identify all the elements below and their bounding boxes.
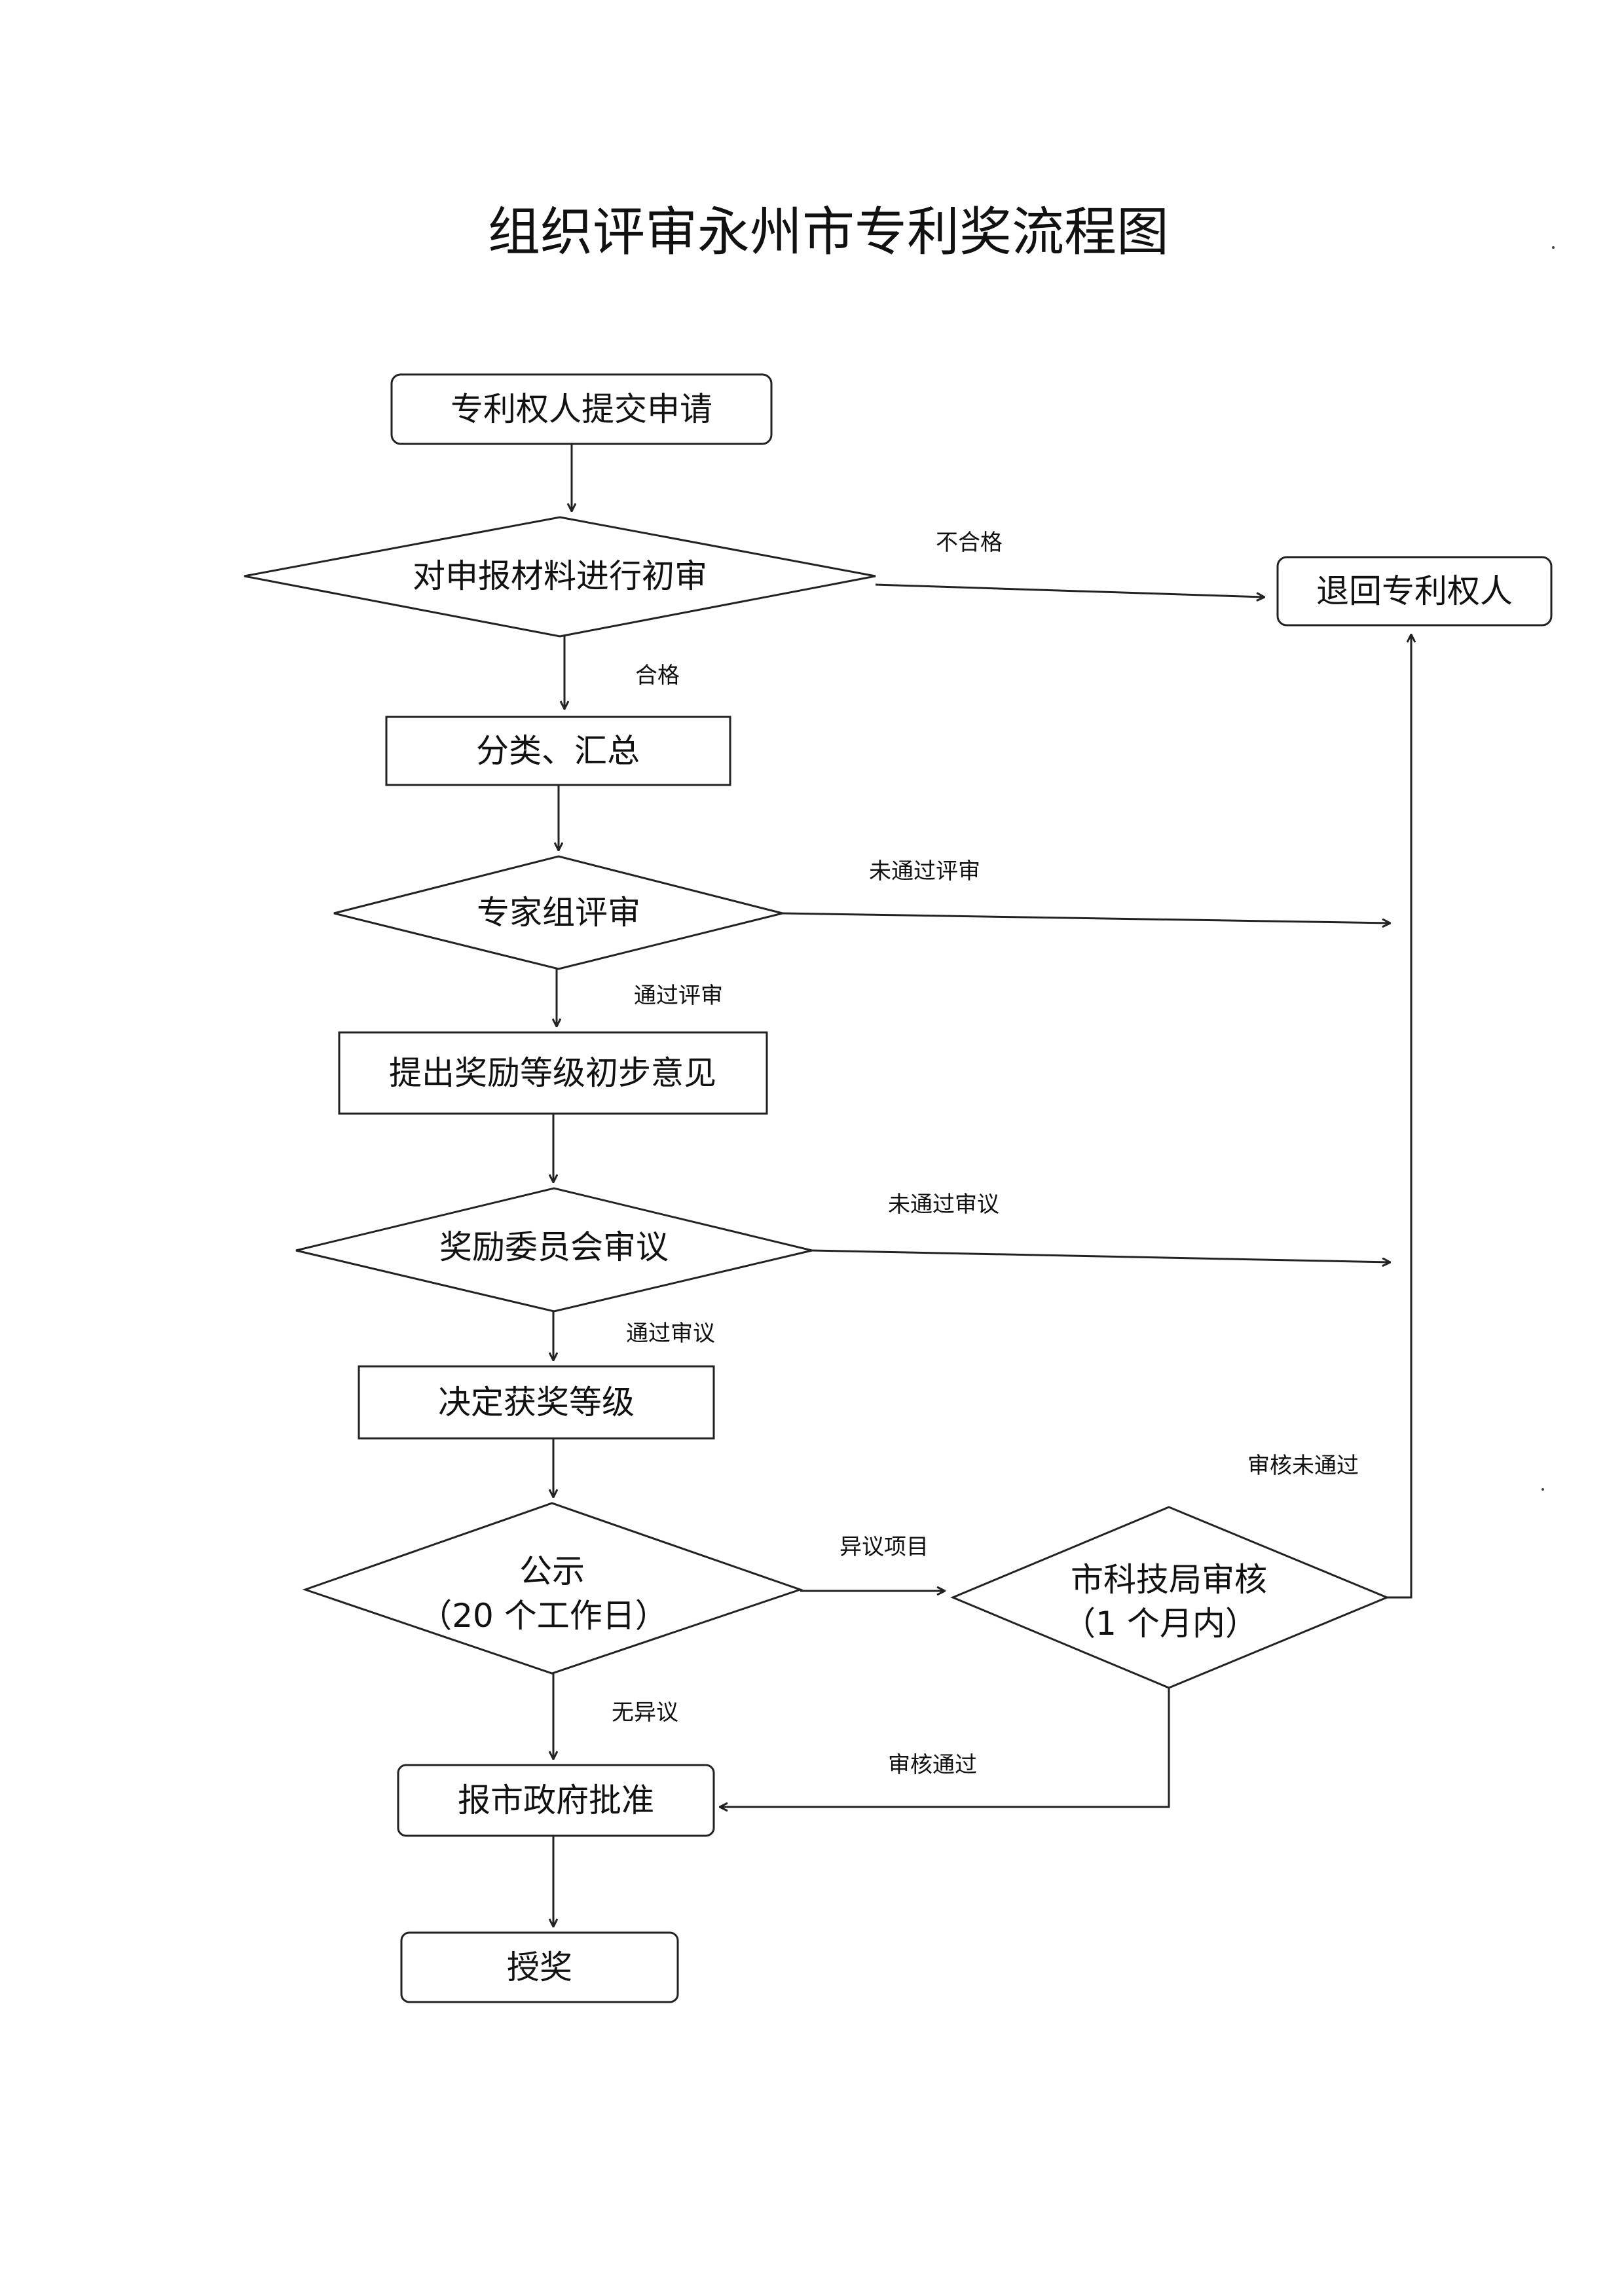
edge-committee-review-fail xyxy=(811,1249,1390,1262)
edge-label-pass-initial: 合格 xyxy=(635,663,680,689)
scan-dot xyxy=(1552,246,1555,249)
node-classify: 分类、汇总 xyxy=(385,716,731,786)
node-expert-review: 专家组评审 xyxy=(333,855,783,970)
node-propose-level: 提出奖励等级初步意见 xyxy=(338,1031,768,1115)
node-classify-label: 分类、汇总 xyxy=(476,732,640,770)
scan-dot xyxy=(1541,1488,1544,1491)
node-bureau-review-label-line2: （1 个月内） xyxy=(1063,1605,1258,1643)
edge-initial-review-fail xyxy=(875,583,1264,597)
edge-expert-review-fail xyxy=(782,912,1390,923)
node-award-label: 授奖 xyxy=(507,1948,572,1986)
node-committee-review: 奖励委员会审议 xyxy=(295,1187,813,1313)
node-submit: 专利权人提交申请 xyxy=(390,373,773,445)
edge-label-pass-committee: 通过审议 xyxy=(626,1321,715,1347)
page-title: 组织评审永州市专利奖流程图 xyxy=(488,202,1169,263)
edge-label-objection: 异议项目 xyxy=(840,1534,929,1560)
node-decide-level: 决定获奖等级 xyxy=(358,1365,715,1440)
edge-label-pass-bureau: 审核通过 xyxy=(888,1752,977,1778)
node-decide-level-label: 决定获奖等级 xyxy=(438,1383,635,1421)
node-return: 退回专利权人 xyxy=(1276,556,1553,627)
node-bureau-review-label-line1: 市科技局审核 xyxy=(1071,1561,1267,1599)
node-publicity-label-line2: （20 个工作日） xyxy=(419,1597,668,1635)
node-return-label: 退回专利权人 xyxy=(1316,572,1513,610)
node-initial-review: 对申报材料进行初审 xyxy=(244,516,876,638)
edge-label-fail-initial: 不合格 xyxy=(936,530,1003,556)
node-expert-review-label: 专家组评审 xyxy=(477,894,640,932)
node-gov-approval: 报市政府批准 xyxy=(397,1764,715,1837)
edge-bureau-review-pass xyxy=(720,1688,1170,1807)
edge-label-fail-committee: 未通过审议 xyxy=(888,1192,999,1218)
edge-label-fail-bureau: 审核未通过 xyxy=(1247,1453,1359,1479)
edge-label-no-objection: 无异议 xyxy=(612,1700,678,1726)
node-publicity: 公示 （20 个工作日） xyxy=(302,1502,803,1675)
edge-label-fail-expert: 未通过评审 xyxy=(869,858,980,884)
node-propose-level-label: 提出奖励等级初步意见 xyxy=(389,1054,716,1092)
node-bureau-review: 市科技局审核 （1 个月内） xyxy=(950,1506,1390,1689)
node-initial-review-label: 对申报材料进行初审 xyxy=(413,557,707,595)
node-publicity-label-line1: 公示 xyxy=(519,1552,585,1590)
node-committee-review-label: 奖励委员会审议 xyxy=(439,1228,669,1266)
node-submit-label: 专利权人提交申请 xyxy=(451,390,712,428)
edge-bureau-review-fail xyxy=(1387,635,1411,1599)
edge-label-pass-expert: 通过评审 xyxy=(634,983,723,1009)
node-award: 授奖 xyxy=(400,1931,679,2003)
node-gov-approval-label: 报市政府批准 xyxy=(458,1781,654,1819)
